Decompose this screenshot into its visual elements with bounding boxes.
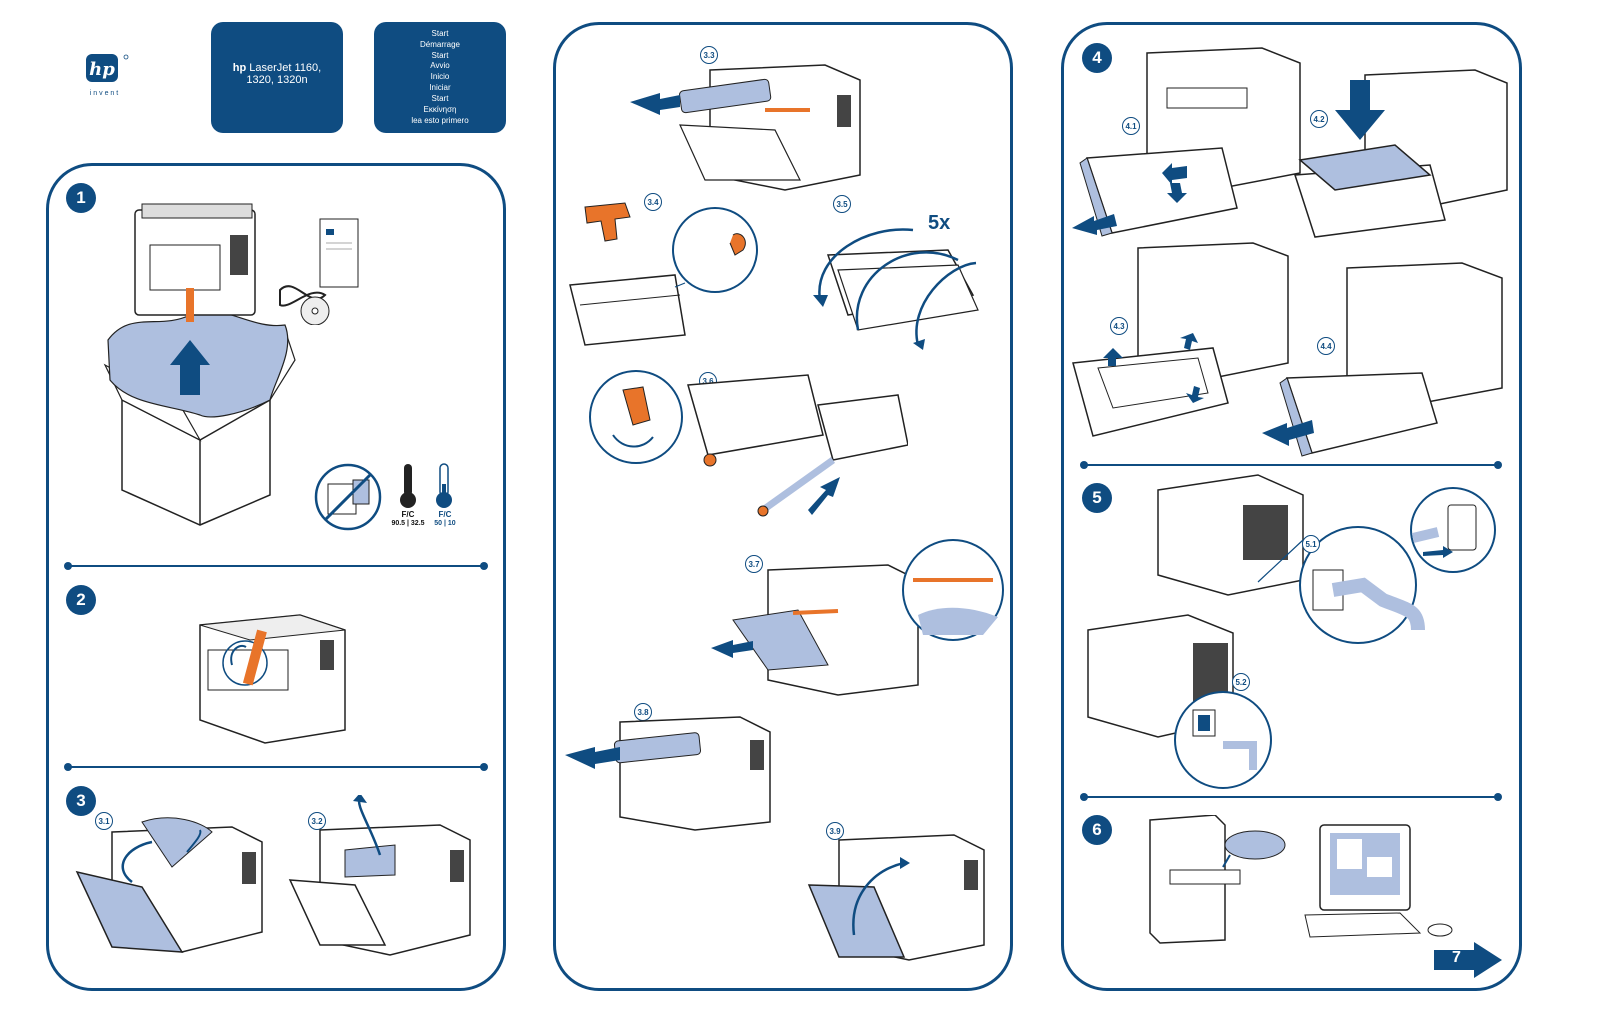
operating-temp-unit: F/C: [401, 510, 415, 519]
power-switch-illustration: [1083, 605, 1283, 790]
label-3-5: 3.5: [833, 195, 851, 213]
adjust-guides-illustration: [1068, 238, 1293, 438]
divider-4-5: [1080, 461, 1502, 469]
step-3-badge: 3: [66, 786, 96, 816]
label-4-3: 4.3: [1110, 317, 1128, 335]
label-3-3: 3.3: [700, 46, 718, 64]
divider-5-6: [1080, 793, 1502, 801]
product-brand: hp: [232, 62, 247, 74]
label-3-4: 3.4: [644, 193, 662, 211]
label-3-7: 3.7: [745, 555, 763, 573]
shake-cartridge-illustration: [808, 215, 988, 355]
label-3-9: 3.9: [826, 822, 844, 840]
product-name: LaserJet 1160,: [249, 62, 322, 74]
start-language-line: Iniciar: [429, 82, 451, 92]
pull-sealing-tape-illustration: [588, 365, 908, 525]
label-4-1: 4.1: [1122, 117, 1140, 135]
start-language-line: Start: [431, 93, 449, 103]
label-4-2: 4.2: [1310, 110, 1328, 128]
start-language-line: Start: [431, 50, 449, 60]
power-cord-illustration: [1148, 470, 1498, 660]
start-language-line: Démarrage: [419, 39, 460, 49]
insert-cartridge-illustration: [565, 712, 805, 832]
remove-cartridge-illustration: [625, 55, 865, 195]
open-door-illustration: [72, 812, 267, 962]
no-sunlight-icon: [313, 462, 383, 532]
next-step-number: 7: [1452, 949, 1461, 966]
storage-temp-values: 50 | 10: [434, 520, 456, 527]
remove-tape-illustration: [190, 605, 350, 745]
logo-tagline: i n v e n t: [89, 90, 119, 97]
reinstall-cartridge-illustration: [708, 535, 1008, 700]
load-paper-illustration: [1285, 65, 1510, 240]
hp-logo-text: hp: [89, 59, 115, 80]
label-4-4: 4.4: [1317, 337, 1335, 355]
remove-packing-illustration: [285, 795, 480, 960]
insert-tray-illustration: [1262, 258, 1507, 458]
shake-count-text: 5x: [928, 212, 951, 234]
divider-2-3: [64, 763, 488, 771]
product-title-box: hp LaserJet 1160, 1320, 1320n: [211, 22, 343, 133]
hp-logo: hp i n v e n t: [72, 52, 136, 102]
step-1-badge: 1: [66, 183, 96, 213]
operating-temp-values: 90.5 | 32.5: [391, 520, 425, 527]
next-page-arrow[interactable]: 7: [1434, 942, 1504, 978]
step-4-badge: 4: [1082, 43, 1112, 73]
label-3-1: 3.1: [95, 812, 113, 830]
divider-1-2: [64, 562, 488, 570]
label-5-2: 5.2: [1232, 673, 1250, 691]
start-language-line: Start: [431, 29, 449, 38]
operating-temperature-icon: [398, 462, 418, 510]
unboxing-illustration: [100, 190, 300, 530]
open-tray-illustration: [1072, 38, 1302, 238]
label-3-2: 3.2: [308, 812, 326, 830]
install-software-illustration: [1145, 815, 1465, 945]
read-first-text: lea esto primero: [411, 116, 469, 126]
accessories-illustration: [270, 215, 370, 325]
step-2-badge: 2: [66, 585, 96, 615]
product-models: 1320, 1320n: [246, 74, 308, 86]
remove-orange-tab-illustration: [565, 195, 765, 355]
step-5-badge: 5: [1082, 483, 1112, 513]
start-language-line: Inicio: [430, 72, 450, 82]
storage-temperature-icon: [434, 462, 454, 510]
start-language-line: Εκκίνηση: [423, 104, 457, 114]
close-door-illustration: [804, 825, 994, 965]
label-5-1: 5.1: [1302, 535, 1320, 553]
start-language-line: Avvio: [430, 61, 450, 71]
step-6-badge: 6: [1082, 815, 1112, 845]
storage-temp-unit: F/C: [438, 510, 452, 519]
